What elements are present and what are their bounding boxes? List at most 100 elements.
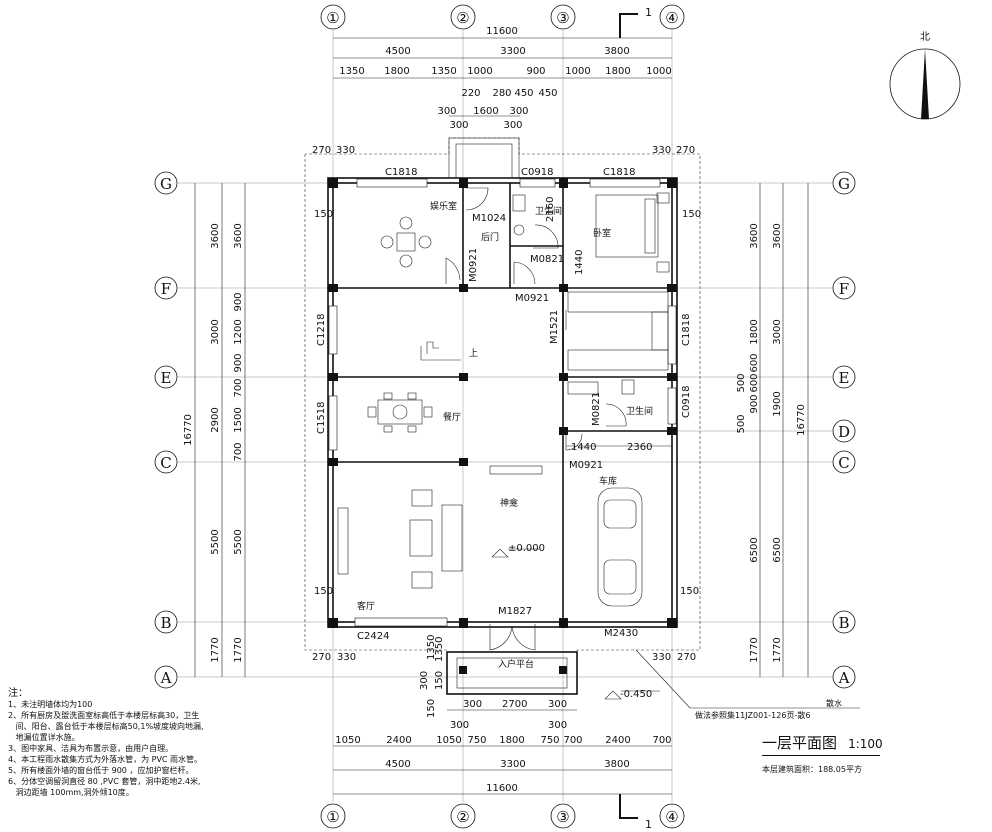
axis-left-c: C bbox=[160, 454, 171, 472]
axis-left-a: A bbox=[160, 669, 172, 687]
left-dimensions: 16770 3600 3000 2900 5500 1770 3600 900 … bbox=[183, 183, 246, 677]
inner-dimensions: 2160 1440 1440 2360 bbox=[545, 197, 672, 453]
level-marks: ±0.000 -0.450 bbox=[508, 543, 660, 700]
corner-bl-1: 150 bbox=[314, 586, 333, 597]
top-dim-r3-2: 1800 bbox=[384, 66, 409, 77]
bot-dim-r1-3: 1050 bbox=[436, 735, 461, 746]
entry-dim-9: 1350 bbox=[426, 635, 437, 660]
right-dim-i3: 600 bbox=[749, 353, 760, 372]
bot-dim-r1-8: 2400 bbox=[605, 735, 630, 746]
corner-tl-1: 270 bbox=[312, 145, 331, 156]
axis-right-d: D bbox=[838, 423, 850, 441]
bot-dim-r1-6: 750 bbox=[540, 735, 559, 746]
top-dim-r3-8: 1000 bbox=[646, 66, 671, 77]
axis-top-1: ① bbox=[326, 9, 339, 27]
right-dim-i8: 6500 bbox=[749, 537, 760, 562]
corner-bl-5: 330 bbox=[337, 652, 356, 663]
right-dim-i9: 1770 bbox=[749, 637, 760, 662]
right-dim-o1: 3600 bbox=[772, 223, 783, 248]
note-5: 3、图中家具、洁具为布置示意，由用户自理。 bbox=[8, 744, 174, 753]
note-9: 洞边距墙 100mm,洞外倾10度。 bbox=[8, 788, 134, 797]
inner-dim-1440-a: 1440 bbox=[574, 250, 585, 275]
room-living: 客厅 bbox=[357, 600, 375, 612]
window-c1218: C1218 bbox=[316, 314, 327, 346]
notes-title: 注： bbox=[8, 688, 28, 699]
bot-dim-b: 3300 bbox=[500, 759, 525, 770]
axis-bubbles-left: G F E C B A bbox=[154, 171, 178, 689]
room-entry: 入户平台 bbox=[498, 658, 534, 670]
axis-left-g: G bbox=[160, 175, 172, 193]
axis-bubbles-bottom: ① ② ③ ④ bbox=[320, 803, 685, 829]
bot-dim-a: 4500 bbox=[385, 759, 410, 770]
entry-platform: 300 2700 300 300 300 150 300 1350 1350 1… bbox=[419, 635, 578, 731]
right-dim-i4: 600 bbox=[749, 373, 760, 392]
bottom-dimensions: 1050 2400 1050 750 1800 750 700 2400 700… bbox=[333, 735, 672, 795]
left-dim-i3: 1200 bbox=[233, 319, 244, 344]
room-bath-2: 卫生间 bbox=[626, 405, 653, 417]
axis-bottom-4: ④ bbox=[665, 808, 678, 826]
axis-right-a: A bbox=[838, 669, 850, 687]
room-dining: 餐厅 bbox=[443, 411, 461, 423]
note-8: 6、分体空调留洞直径 80 ,PVC 套管，洞中距地2.4米, bbox=[8, 777, 201, 786]
right-dim-o2: 3000 bbox=[772, 319, 783, 344]
bot-dim-r1-1: 1050 bbox=[335, 735, 360, 746]
corner-br-5: 270 bbox=[677, 652, 696, 663]
right-dim-o4: 6500 bbox=[772, 537, 783, 562]
axis-grid bbox=[178, 30, 832, 802]
level-floor: ±0.000 bbox=[508, 543, 545, 554]
inner-dim-2360: 2360 bbox=[627, 442, 652, 453]
axis-top-2: ② bbox=[456, 9, 469, 27]
entry-dim-10: 150 bbox=[426, 699, 437, 718]
callout-title: 散水 bbox=[826, 698, 842, 708]
left-dim-o1: 3600 bbox=[210, 223, 221, 248]
door-m2430: M2430 bbox=[604, 628, 638, 639]
axis-top-4: ④ bbox=[665, 9, 678, 27]
top-dim-a: 4500 bbox=[385, 46, 410, 57]
entry-dim-2: 2700 bbox=[502, 699, 527, 710]
right-dim-total: 16770 bbox=[796, 404, 807, 436]
room-bedroom: 卧室 bbox=[593, 227, 611, 239]
stairs-up: 上 bbox=[469, 348, 478, 359]
room-shrine: 神龛 bbox=[500, 497, 518, 509]
entry-dim-4: 300 bbox=[450, 720, 469, 731]
right-dim-i7: 500 bbox=[736, 414, 747, 433]
corner-br-1: 150 bbox=[680, 586, 699, 597]
corner-tr-1: 330 bbox=[652, 145, 671, 156]
left-dim-i1: 3600 bbox=[233, 223, 244, 248]
door-m1024: M1024 bbox=[472, 213, 506, 224]
bot-dim-r1-7: 700 bbox=[563, 735, 582, 746]
note-7: 5、所有楼面外墙的窗台低于 900 ，应加护窗栏杆。 bbox=[8, 766, 194, 775]
corner-br-4: 330 bbox=[652, 652, 671, 663]
axis-bubbles-right: G F E D C B A bbox=[832, 171, 856, 689]
bot-dim-r1-9: 700 bbox=[652, 735, 671, 746]
entry-dim-7: 300 bbox=[419, 671, 430, 690]
right-dim-i1: 3600 bbox=[749, 223, 760, 248]
left-dim-i5: 700 bbox=[233, 378, 244, 397]
right-dim-i2: 1800 bbox=[749, 319, 760, 344]
top-dimensions: 11600 4500 3300 3800 1350 1800 1350 1000… bbox=[333, 26, 672, 131]
top-dim-r4-2: 280 bbox=[492, 88, 511, 99]
callout-ref: 做法参照集11JZ001-126页-散6 bbox=[695, 710, 810, 720]
door-swings bbox=[445, 187, 627, 651]
window-c1818-b: C1818 bbox=[603, 167, 635, 178]
window-c0918-a: C0918 bbox=[521, 167, 553, 178]
note-1: 1、未注明墙体均为100 bbox=[8, 700, 93, 709]
porch-dim-5: 300 bbox=[503, 120, 522, 131]
window-c1818-c: C1818 bbox=[681, 314, 692, 346]
top-dim-r3-7: 1800 bbox=[605, 66, 630, 77]
right-dim-o5: 1770 bbox=[772, 637, 783, 662]
left-dim-o2: 3000 bbox=[210, 319, 221, 344]
apron-callout: 散水 做法参照集11JZ001-126页-散6 bbox=[635, 649, 860, 720]
right-dim-i6: 900 bbox=[749, 394, 760, 413]
left-dim-o4: 5500 bbox=[210, 529, 221, 554]
room-entertainment: 娱乐室 bbox=[430, 200, 457, 212]
room-garage: 车库 bbox=[599, 475, 617, 487]
entry-dim-3: 300 bbox=[548, 699, 567, 710]
section-mark-top: 1 bbox=[619, 6, 652, 38]
section-mark-bottom: 1 bbox=[619, 794, 652, 831]
top-dim-r4-1: 220 bbox=[461, 88, 480, 99]
note-6: 4、本工程雨水散集方式为外落水管，为 PVC 雨水管。 bbox=[8, 755, 203, 764]
axis-left-b: B bbox=[160, 614, 171, 632]
section-label-bottom: 1 bbox=[645, 818, 652, 831]
porch-dim-2: 1600 bbox=[473, 106, 498, 117]
